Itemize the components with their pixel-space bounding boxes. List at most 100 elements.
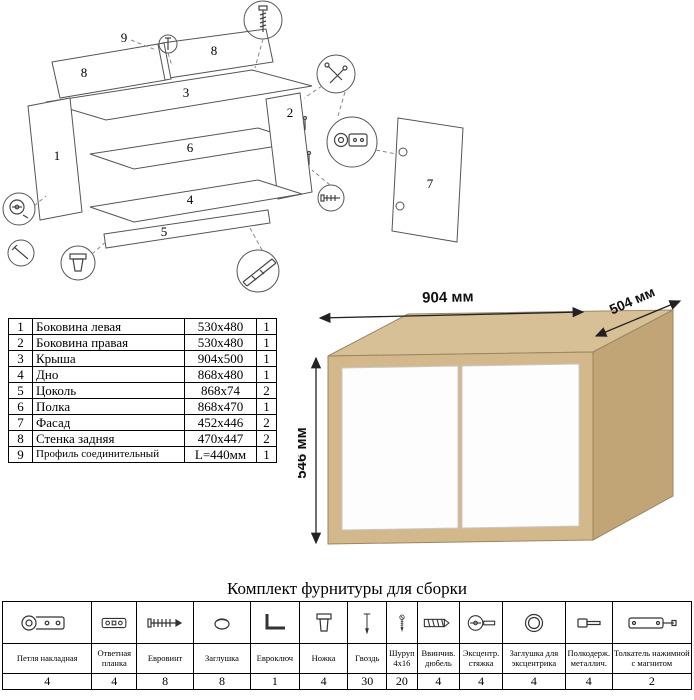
- callout-glyphs-group: [9, 5, 368, 287]
- callout-camlock-icon: [2, 192, 36, 226]
- part-name: Стенка задняя: [32, 430, 185, 447]
- callout-eurobolt-side-icon: [317, 184, 345, 212]
- cabinet-render: 904 мм 504 мм 546 мм: [298, 288, 682, 545]
- table-row: 3 Крыша 904x500 1: [8, 350, 277, 367]
- panel-connecting-profile: [157, 42, 172, 81]
- part-label-8a: 8: [81, 65, 88, 80]
- table-row: 1 Боковина левая 530x480 1: [8, 318, 277, 335]
- part-num: 8: [8, 430, 33, 447]
- part-label-8b: 8: [211, 43, 218, 58]
- hardware-qty: 4: [564, 673, 613, 690]
- part-num: 7: [8, 414, 33, 431]
- part-num: 1: [8, 318, 33, 335]
- callout-screw-left-icon: [7, 239, 35, 267]
- screw-left-glyph-icon: [11, 244, 29, 260]
- part-qty: 1: [256, 366, 277, 383]
- hardware-qty: 4: [416, 673, 461, 690]
- table-row: 5 Цоколь 868x74 2: [8, 382, 277, 399]
- part-size: 868x470: [184, 398, 257, 415]
- cam-icon: [459, 601, 503, 644]
- camlock-glyph-icon: [9, 199, 29, 219]
- table-row: 6 Полка 868x470 1: [8, 398, 277, 415]
- hinge-icon: [1, 601, 93, 644]
- callout-hinge-icon: [326, 116, 378, 168]
- callout-leg-icon: [60, 245, 96, 281]
- cabinet-left-door: [341, 365, 459, 531]
- hardware-name: Ответная планка: [91, 643, 138, 674]
- hardware-qty: 4: [1, 673, 93, 690]
- tiny-screws-icon: [302, 115, 312, 165]
- part-name: Полка: [32, 398, 185, 415]
- part-size: L=440мм: [184, 446, 257, 463]
- part-num: 9: [8, 446, 33, 463]
- hexkey-icon: [249, 601, 300, 644]
- hardware-qty: 1: [249, 673, 300, 690]
- part-name: Профиль соединительный: [32, 446, 185, 463]
- hardware-qty: 4: [501, 673, 566, 690]
- leg-glyph-icon: [69, 253, 87, 272]
- hardware-qty: 4: [91, 673, 138, 690]
- panels-group: [27, 28, 464, 249]
- screws-glyph-icon: [324, 62, 348, 84]
- part-name: Боковина левая: [32, 318, 185, 335]
- part-name: Крыша: [32, 350, 185, 367]
- part-name: Фасад: [32, 414, 185, 431]
- part-qty: 1: [256, 350, 277, 367]
- table-row: 8 Стенка задняя 470x447 2: [8, 430, 277, 447]
- panel-right-side: [265, 92, 313, 200]
- nail-glyph-icon: [165, 37, 171, 50]
- part-num: 2: [8, 334, 33, 351]
- table-row: 9 Профиль соединительный L=440мм 1: [8, 446, 277, 463]
- hardware-name: Гвоздь: [347, 643, 388, 674]
- part-num: 5: [8, 382, 33, 399]
- part-label-9: 9: [121, 30, 128, 45]
- part-qty: 2: [256, 382, 277, 399]
- confirmat-icon: [136, 601, 195, 644]
- hardware-qty: 20: [386, 673, 418, 690]
- part-size: 904x500: [184, 350, 257, 367]
- hardware-qty: 8: [136, 673, 195, 690]
- hardware-qty-row: 4 4 8 8 1 4 30 20 4 4 4 4 2: [1, 673, 693, 690]
- hardware-table: Петля накладная Ответная планка Евровинт…: [1, 601, 693, 690]
- part-label-5: 5: [161, 224, 168, 239]
- cap-icon: [193, 601, 251, 644]
- part-qty: 1: [256, 446, 277, 463]
- hardware-qty: 4: [459, 673, 503, 690]
- callout-profile-icon: [236, 249, 280, 293]
- part-size: 868x480: [184, 366, 257, 383]
- hardware-kit-title: Комплект фурнитуры для сборки: [227, 579, 467, 598]
- part-qty: 2: [256, 430, 277, 447]
- eurobolt-side-glyph-icon: [320, 194, 340, 202]
- hinge-cup-hole-icon: [398, 147, 408, 157]
- part-label-4: 4: [187, 192, 194, 207]
- width-dimension-arrow: [318, 307, 585, 323]
- eurobolt-glyph-icon: [258, 5, 268, 32]
- shelfpin-icon: [564, 601, 613, 644]
- plate-icon: [91, 601, 138, 644]
- callout-circles-group: [2, 0, 378, 293]
- leader-lines-group: [33, 38, 397, 255]
- part-label-7: 7: [427, 176, 434, 191]
- part-qty: 1: [256, 318, 277, 335]
- part-labels-group: 9 8 8 3 1 6 2 4 5 7: [54, 30, 434, 239]
- part-qty: 1: [256, 398, 277, 415]
- table-row: 4 Дно 868x480 1: [8, 366, 277, 383]
- part-size: 868x74: [184, 382, 257, 399]
- part-num: 6: [8, 398, 33, 415]
- screw-icon: [386, 601, 418, 644]
- parts-table: 1 Боковина левая 530x480 1 2 Боковина пр…: [8, 318, 277, 463]
- hardware-qty: 30: [347, 673, 388, 690]
- depth-dimension-arrow: [594, 300, 682, 337]
- part-num: 4: [8, 366, 33, 383]
- part-qty: 1: [256, 334, 277, 351]
- hardware-name: Эксцентр. стяжка: [459, 643, 503, 674]
- hardware-icons-row: [1, 601, 693, 644]
- hardware-name: Полкодерж. металлич.: [564, 643, 613, 674]
- hardware-name: Петля накладная: [1, 643, 93, 674]
- profile-glyph-icon: [242, 258, 277, 287]
- part-label-2: 2: [287, 105, 294, 120]
- hardware-name: Заглушка: [193, 643, 251, 674]
- part-name: Дно: [32, 366, 185, 383]
- panel-top: [45, 69, 313, 121]
